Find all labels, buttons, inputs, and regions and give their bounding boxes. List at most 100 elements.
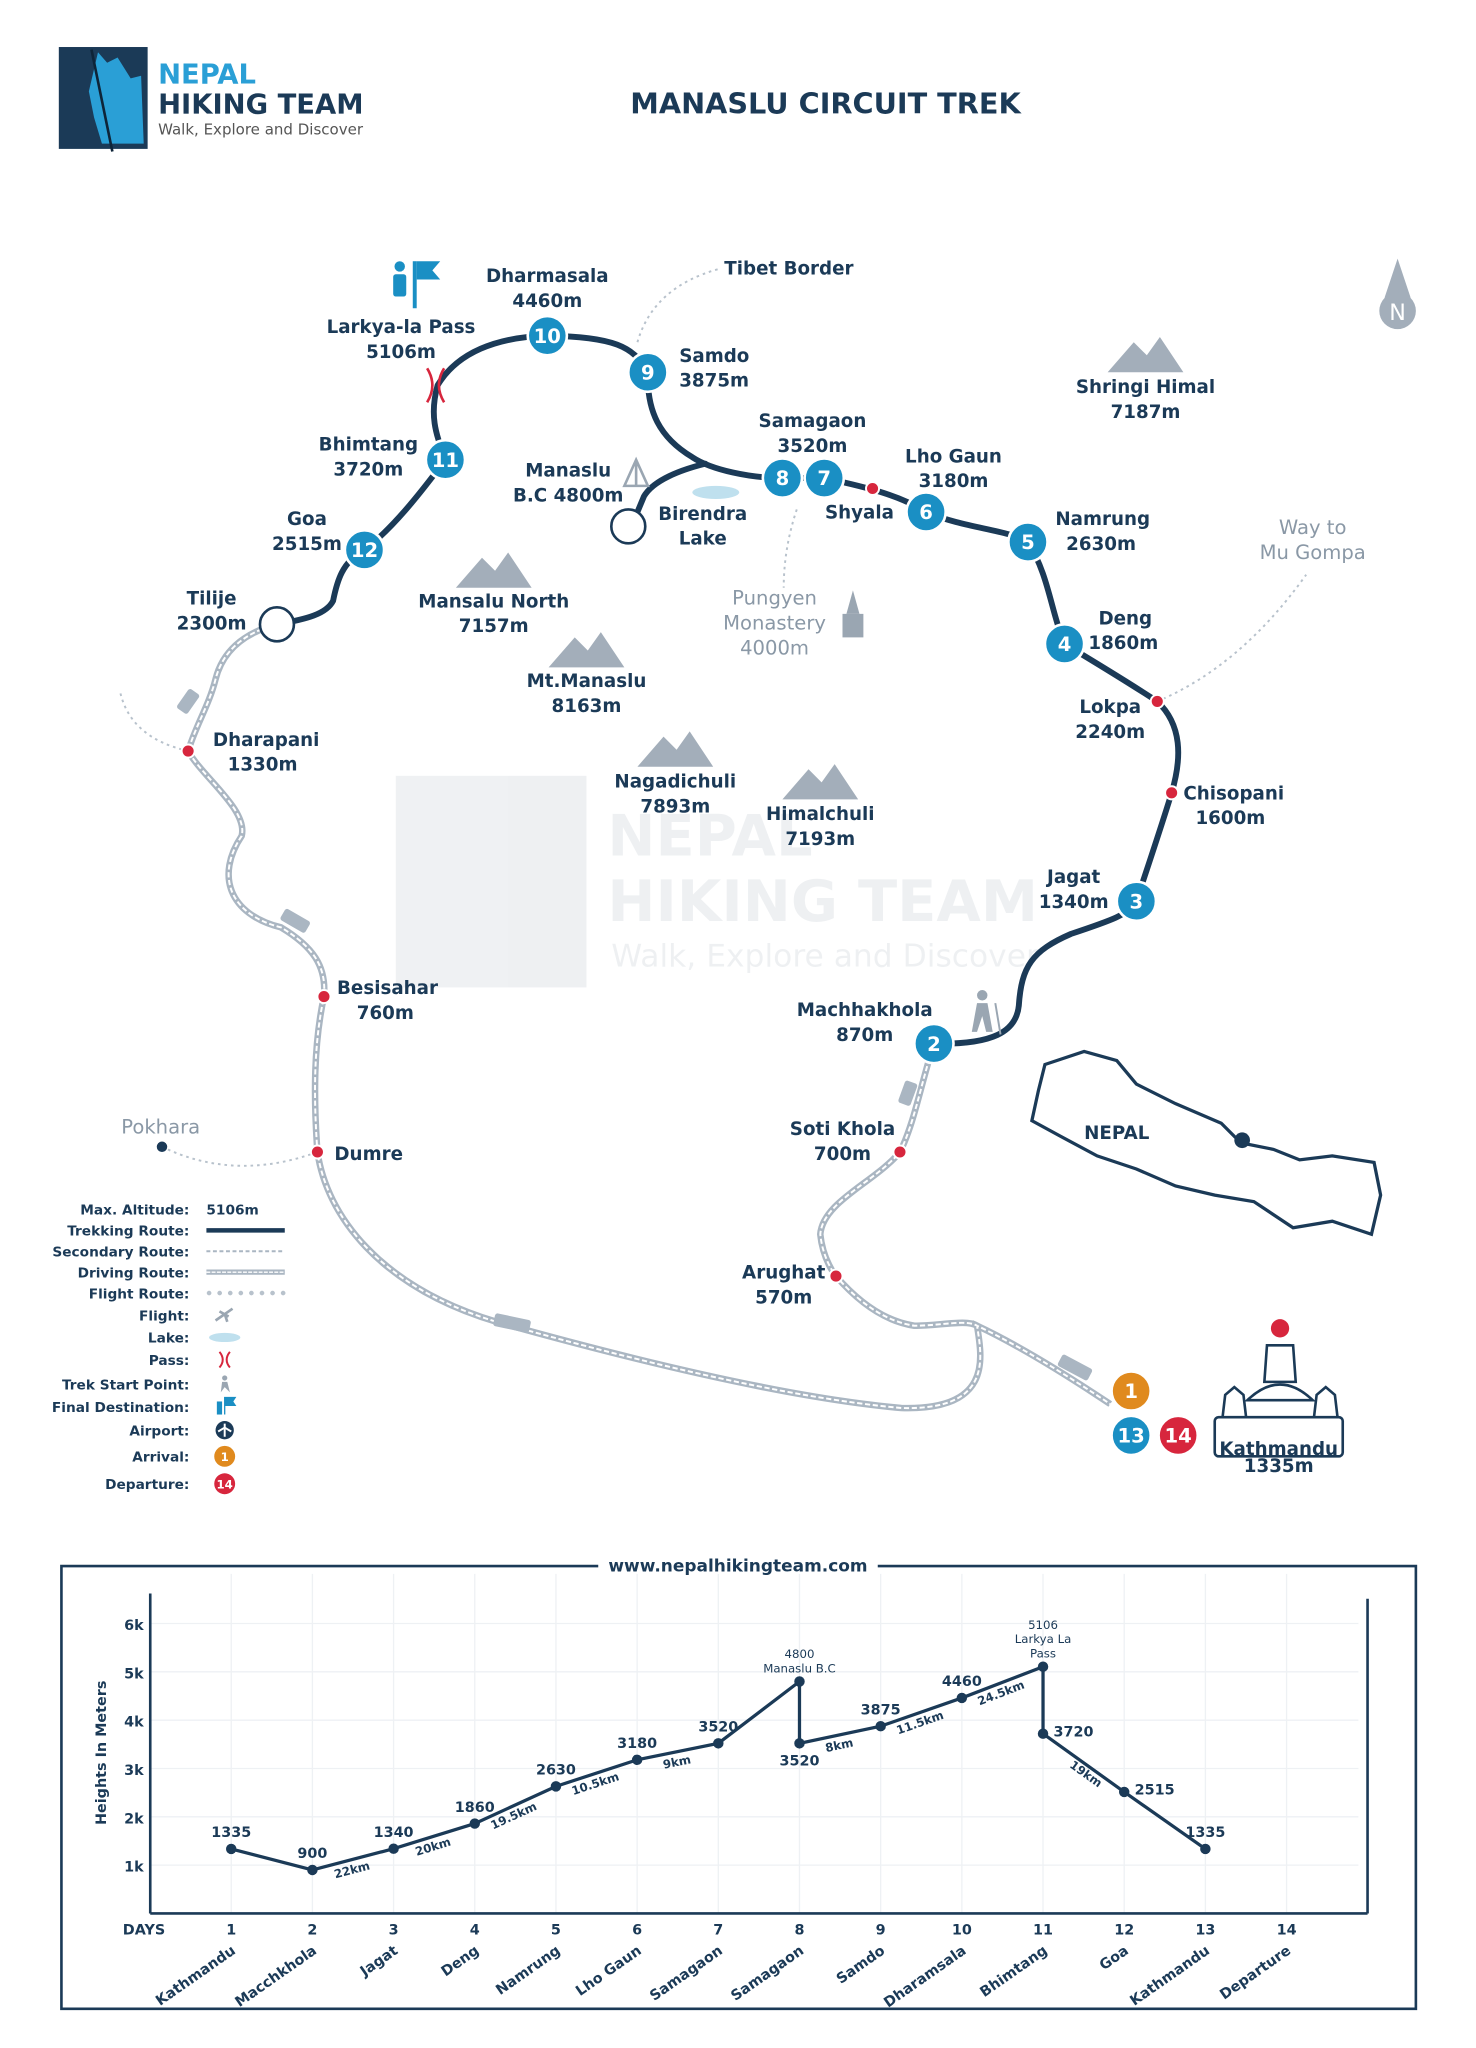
stop-marker-day-13[interactable]: 13 (1110, 1414, 1153, 1457)
overnight-stop-dot[interactable] (828, 1268, 844, 1284)
legend-item: Secondary Route: (52, 1244, 285, 1260)
brand-logo[interactable]: NEPAL HIKING TEAM Walk, Explore and Disc… (58, 47, 364, 152)
place-name: Dharmasala (486, 266, 609, 287)
elevation-point[interactable] (1037, 1728, 1049, 1739)
x-tick-place: Dharamsala (881, 1943, 969, 2011)
elevation-point[interactable] (956, 1692, 968, 1704)
place-name: Way to (1279, 516, 1347, 539)
place-name: Mansalu North (418, 591, 569, 612)
x-tick-day: 1 (226, 1922, 236, 1938)
place-elevation: 2515m (272, 534, 342, 555)
point-label: 2515 (1135, 1783, 1175, 1799)
elevation-point[interactable] (794, 1738, 805, 1749)
place-name: Pokhara (121, 1116, 200, 1139)
legend-label: Pass: (149, 1353, 190, 1369)
place-name: Machhakhola (797, 1000, 933, 1021)
point-label: 3720 (1053, 1724, 1093, 1740)
stop-marker-day-9[interactable]: 9 (626, 351, 669, 394)
elevation-point[interactable] (875, 1720, 886, 1732)
stop-marker-day-12[interactable]: 12 (343, 528, 386, 571)
x-tick-place: Samdo (834, 1943, 888, 1988)
logo-mountain-icon (88, 52, 144, 144)
stop-marker-day-7[interactable]: 7 (803, 457, 846, 499)
route-to-pungyen (782, 509, 798, 588)
hiker-icon (971, 990, 1002, 1035)
elevation-point[interactable] (1118, 1786, 1130, 1798)
place-elevation: 2630m (1066, 534, 1136, 555)
pokhara-dot[interactable] (156, 1141, 168, 1152)
stop-marker-day-11[interactable]: 11 (424, 438, 467, 481)
north-arrow-icon: N (1379, 258, 1416, 330)
legend-item: Airport: (129, 1421, 234, 1439)
route-to-mu-gompa (1156, 574, 1307, 703)
stop-number: 10 (534, 325, 561, 348)
stop-marker-day-5[interactable]: 5 (1007, 521, 1049, 563)
page-title: MANASLU CIRCUIT TREK (630, 87, 1022, 121)
stop-marker-day-6[interactable]: 6 (905, 491, 947, 533)
stop-number: 12 (351, 539, 378, 562)
elevation-point[interactable] (226, 1843, 237, 1855)
legend-label: Driving Route: (78, 1265, 190, 1281)
chart-title-url[interactable]: www.nepalhikingteam.com (608, 1556, 867, 1576)
place-name: Samdo (679, 346, 749, 367)
pass-icon (426, 367, 446, 403)
jeep-icon (1057, 1354, 1093, 1381)
x-axis-label: DAYS (123, 1922, 165, 1938)
mountain-icon-shringi (1107, 336, 1184, 373)
stop-marker-day-4[interactable]: 4 (1043, 623, 1086, 665)
elevation-point[interactable] (1200, 1843, 1211, 1855)
place-elevation: 760m (357, 1003, 414, 1024)
stop-marker-day-3[interactable]: 3 (1115, 880, 1158, 923)
legend-value: 5106m (206, 1203, 258, 1219)
stop-marker-day-1[interactable]: 1 (1110, 1370, 1153, 1412)
x-tick-day: 14 (1277, 1922, 1297, 1938)
elevation-point[interactable] (469, 1818, 480, 1829)
x-tick-place: Macchkhola (233, 1943, 320, 2011)
stop-marker-day-2[interactable]: 2 (913, 1022, 955, 1065)
overnight-stop-dot[interactable] (892, 1144, 908, 1160)
jeep-icon (177, 689, 200, 714)
stop-marker-day-14[interactable]: 14 (1157, 1414, 1200, 1457)
stop-number: 13 (263, 614, 290, 637)
elevation-point[interactable] (713, 1738, 724, 1749)
place-elevation: 3720m (333, 459, 403, 480)
overnight-stop-dot[interactable] (180, 743, 196, 759)
svg-text:HIKING TEAM: HIKING TEAM (607, 868, 1038, 935)
place-name: Namrung (1055, 509, 1150, 530)
distance-label: 9km (662, 1752, 692, 1771)
mountain-icon-himalchuli (782, 764, 859, 800)
elevation-point[interactable] (307, 1864, 318, 1876)
stop-marker-day-10[interactable]: 10 (526, 314, 569, 357)
place-elevation: 8163m (552, 696, 622, 717)
elevation-point[interactable] (794, 1676, 805, 1687)
overnight-stop-dot[interactable] (309, 1144, 325, 1160)
elevation-point[interactable] (550, 1781, 562, 1792)
place-name: Mt.Manaslu (527, 671, 647, 692)
overnight-stop-dot[interactable] (1149, 693, 1165, 709)
point-sublabel: Pass (1030, 1647, 1056, 1661)
place-label: Dumre (334, 1144, 403, 1165)
place-elevation: 4000m (740, 636, 809, 659)
stop-marker-day-8[interactable]: 8 (761, 457, 804, 499)
place-name: Lokpa (1079, 697, 1141, 718)
elevation-point[interactable] (388, 1843, 399, 1854)
legend-label: Departure: (105, 1477, 189, 1493)
elevation-point[interactable] (631, 1754, 643, 1766)
kathmandu-stupa-icon (1213, 1319, 1345, 1458)
x-tick-place: Lho Gaun (573, 1943, 645, 2000)
stop-marker-day-8[interactable]: 8 (609, 508, 647, 545)
stop-marker-day-13[interactable]: 13 (258, 606, 296, 643)
overnight-stop-dot[interactable] (865, 480, 881, 496)
place-elevation: 1600m (1195, 808, 1265, 829)
place-elevation: 700m (814, 1144, 871, 1165)
elevation-point[interactable] (1037, 1661, 1049, 1672)
overnight-stop-dot[interactable] (316, 989, 332, 1005)
x-tick-day: 3 (389, 1922, 399, 1938)
overnight-stop-dot[interactable] (1164, 785, 1180, 801)
